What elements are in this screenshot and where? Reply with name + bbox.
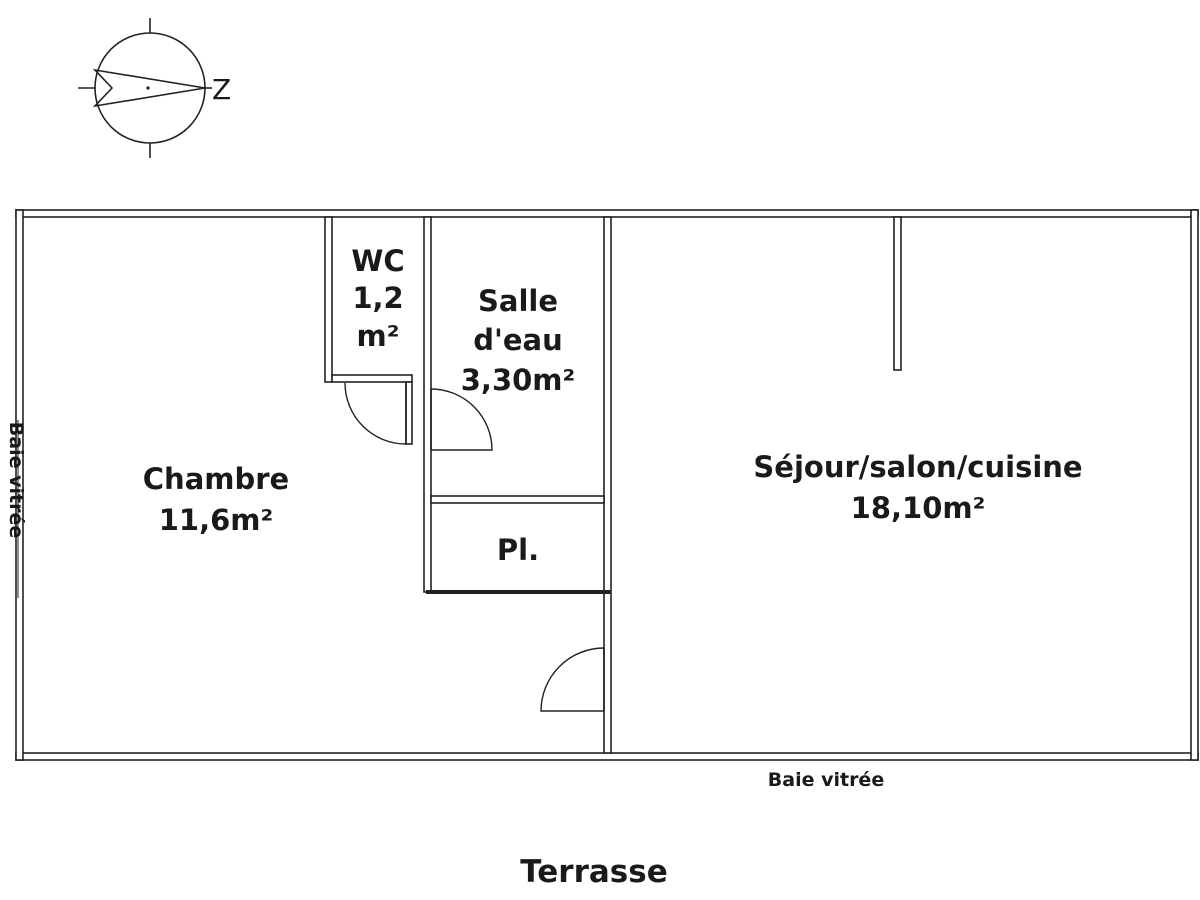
wall-placard-bottom bbox=[426, 590, 611, 594]
door-entry-swing bbox=[540, 647, 605, 712]
door-salle-eau-swing bbox=[430, 388, 493, 451]
wall-right bbox=[1190, 209, 1199, 761]
chambre-label-name: Chambre bbox=[143, 462, 289, 496]
chambre-label-area: 11,6m² bbox=[159, 503, 273, 537]
wc-label-name: WC bbox=[351, 244, 404, 278]
wall-top bbox=[15, 209, 1199, 218]
door-wc-swing bbox=[344, 382, 407, 445]
compass-north-letter: Z bbox=[212, 73, 231, 106]
compass: Z bbox=[78, 18, 231, 158]
bottom-window-label: Baie vitrée bbox=[768, 769, 884, 791]
left-window-label: Baie vitrée bbox=[5, 422, 27, 538]
wc-label-unit: m² bbox=[357, 319, 400, 353]
wall-sejour-stub bbox=[893, 216, 902, 371]
placard-label: Pl. bbox=[497, 533, 539, 567]
sejour-label-name: Séjour/salon/cuisine bbox=[753, 450, 1082, 484]
wall-bottom bbox=[15, 752, 1199, 761]
wall-sejour-divider bbox=[603, 216, 612, 754]
outer-walls bbox=[15, 209, 1199, 761]
wall-wc-bottom bbox=[331, 374, 413, 383]
wall-wc-door-jamb bbox=[405, 381, 413, 445]
salle-eau-label-area: 3,30m² bbox=[461, 363, 575, 397]
compass-center-dot bbox=[146, 86, 150, 90]
sejour-label-area: 18,10m² bbox=[851, 491, 986, 525]
room-labels: WC 1,2 m² Salle d'eau 3,30m² Chambre 11,… bbox=[143, 244, 1083, 567]
wc-label-area: 1,2 bbox=[352, 281, 403, 315]
wall-salle-eau-bottom bbox=[430, 495, 605, 504]
doors bbox=[344, 382, 605, 712]
wall-wc-right bbox=[423, 216, 432, 593]
terrace-label: Terrasse bbox=[520, 854, 667, 890]
interior-walls bbox=[324, 216, 902, 754]
salle-eau-label-name: Salle bbox=[478, 284, 558, 318]
salle-eau-label-name2: d'eau bbox=[473, 323, 563, 357]
wall-wc-left bbox=[324, 216, 333, 383]
wall-left bbox=[15, 209, 24, 761]
compass-needle-icon bbox=[92, 68, 206, 108]
